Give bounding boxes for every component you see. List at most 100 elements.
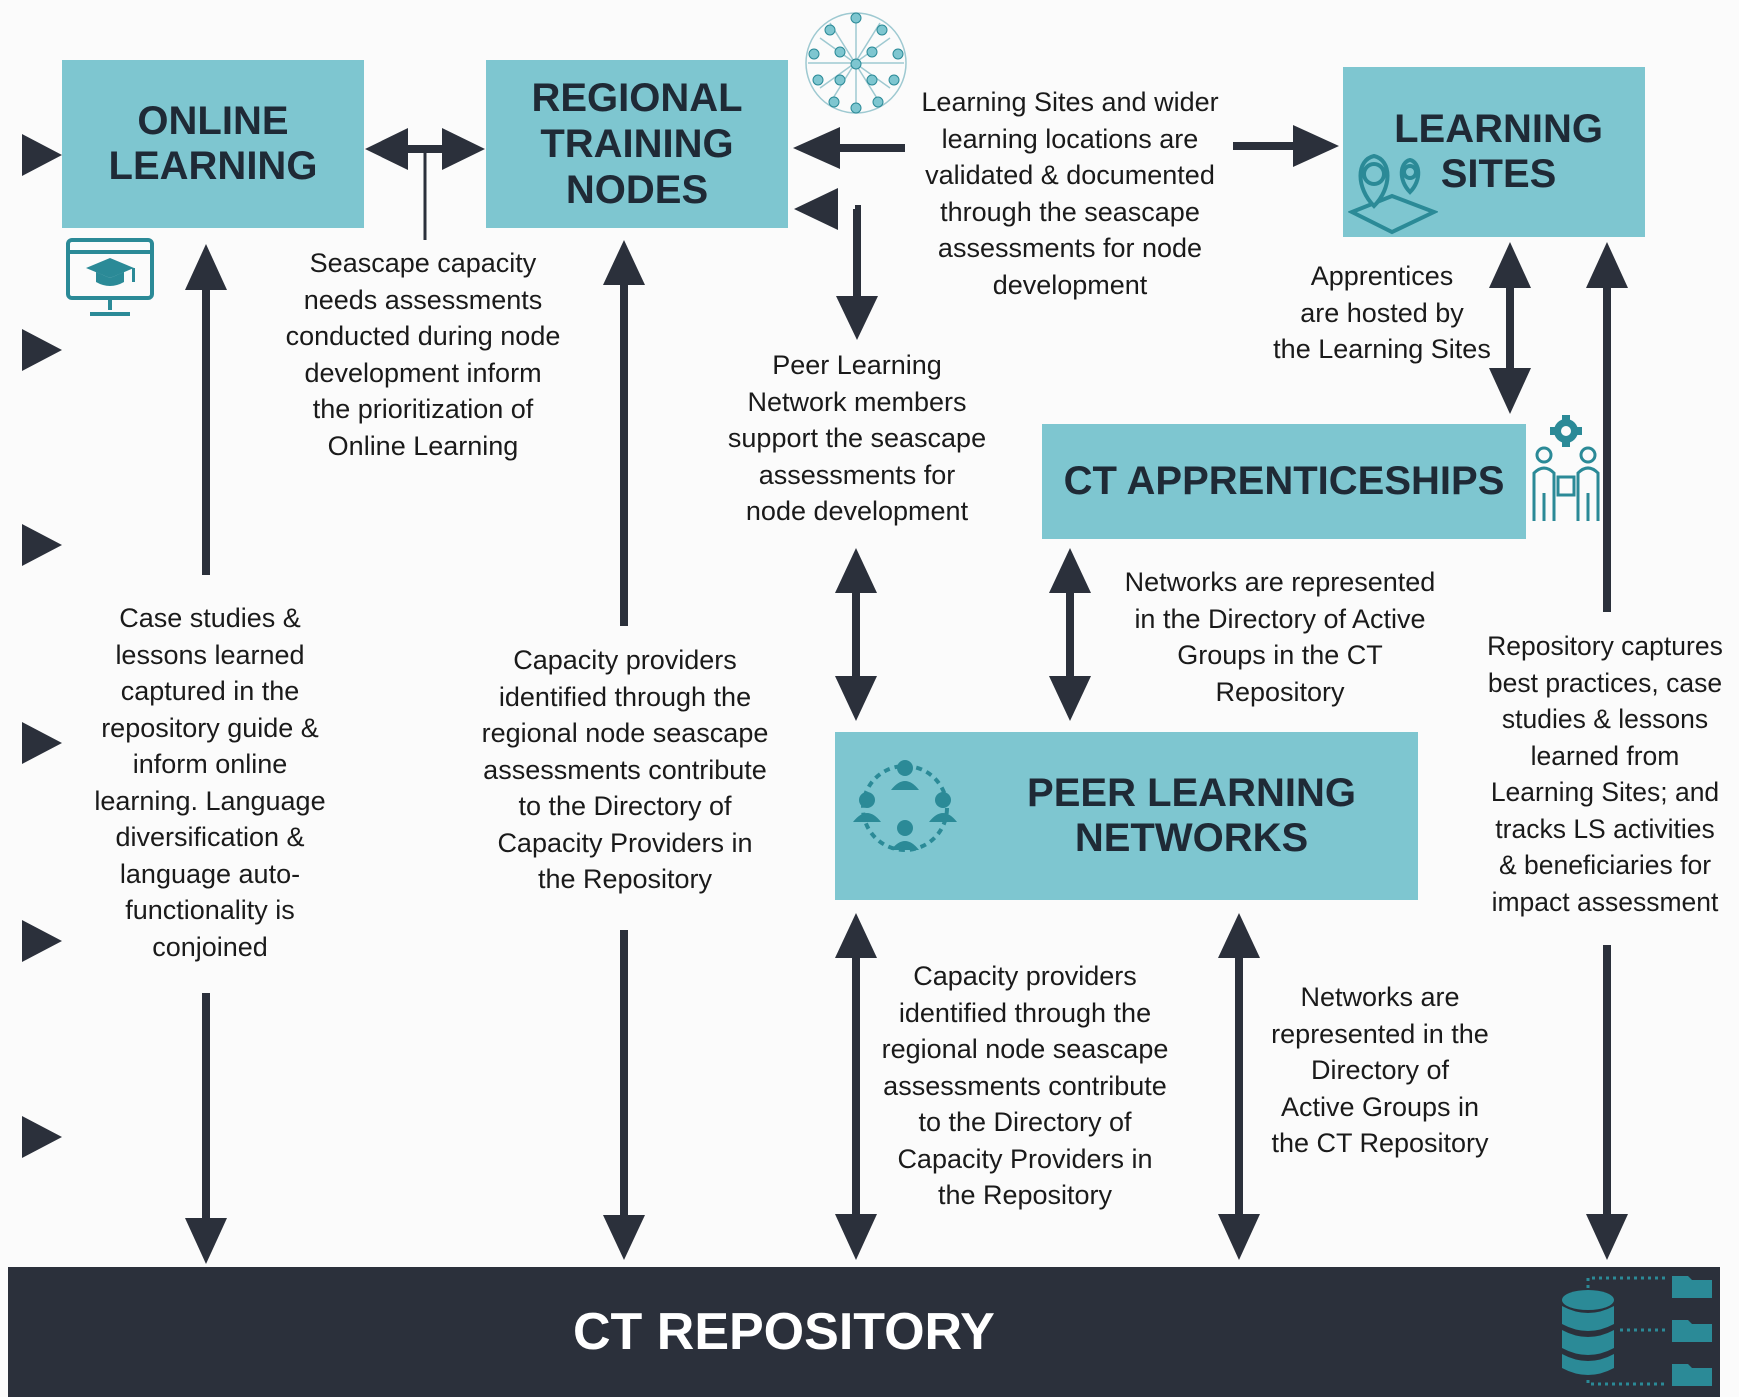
label-line: Groups in the CT [1177, 640, 1383, 670]
validation-to-nodes-arrow [793, 127, 905, 169]
sites-up-arrow [1586, 242, 1628, 612]
label-line: Learning Sites; and [1490, 777, 1720, 807]
label-line: Active Groups in [1280, 1091, 1480, 1122]
label-line: regional node seascape [481, 718, 769, 748]
label-line: conducted during node [285, 321, 561, 351]
label-line: Online Learning [327, 430, 519, 461]
group-network-icon [853, 760, 957, 852]
ct-repository-title: CT REPOSITORY [573, 1303, 995, 1361]
label-line: captured in the [120, 676, 300, 706]
label-line: identified through the [498, 681, 752, 712]
ct-apprenticeships-box: CT APPRENTICESHIPS [1042, 424, 1526, 539]
sites-apprenticeships-double-arrow [1489, 242, 1531, 414]
label-capacity-providers-bottom: Capacity providers identified through th… [870, 958, 1180, 1214]
label-line: Networks are represented [1124, 567, 1436, 597]
label-line: learned from [1530, 740, 1680, 771]
label-line: Case studies & [119, 603, 301, 633]
box-line: NODES [565, 168, 709, 212]
label-line: assessments for node [937, 233, 1203, 263]
box-line: REGIONAL [531, 76, 743, 120]
label-line: Capacity providers [513, 645, 737, 675]
label-line: studies & lessons [1501, 704, 1709, 734]
learning-sites-box: LEARNING SITES [1343, 67, 1645, 237]
peer-support-double-arrow [835, 548, 877, 721]
label-line: Directory of [1310, 1055, 1450, 1085]
label-line: regional node seascape [881, 1034, 1169, 1064]
box-line: TRAINING [540, 122, 734, 166]
label-line: Repository [1215, 676, 1345, 707]
label-line: learning. Language [94, 785, 326, 816]
label-repository-captures: Repository captures best practices, case… [1470, 628, 1739, 920]
label-line: the Repository [937, 1180, 1113, 1210]
label-line: Capacity Providers in [497, 827, 753, 858]
online-learning-box: ONLINE LEARNING [62, 60, 364, 228]
label-seascape-capacity: Seascape capacity needs assessments cond… [268, 245, 578, 464]
label-networks-directory-upper: Networks are represented in the Director… [1100, 564, 1460, 710]
label-line: assessments contribute [483, 754, 767, 785]
box-line: CT APPRENTICESHIPS [1063, 459, 1505, 504]
label-line: Repository captures [1487, 631, 1723, 661]
label-line: repository guide & [101, 712, 319, 743]
label-line: development inform [304, 357, 542, 388]
online-up-arrow [185, 244, 227, 575]
network-globe-icon [805, 12, 907, 114]
label-line: lessons learned [115, 639, 305, 670]
label-line: Network members [747, 386, 967, 417]
label-line: the prioritization of [312, 394, 534, 424]
peer-learning-networks-box: PEER LEARNING NETWORKS [835, 732, 1418, 900]
apprenticeships-peer-double-arrow [1049, 548, 1091, 721]
regional-training-nodes-box: REGIONAL TRAINING NODES [486, 60, 788, 228]
nodes-peer-elbow-arrow [794, 188, 878, 340]
label-line: Capacity Providers in [897, 1143, 1153, 1174]
box-line: ONLINE [137, 99, 289, 144]
label-line: support the seascape [727, 423, 987, 453]
label-line: inform online [132, 749, 288, 779]
label-capacity-providers-left: Capacity providers identified through th… [470, 642, 780, 898]
ct-repository-bar: CT REPOSITORY [8, 1267, 1720, 1397]
label-learning-sites-validation: Learning Sites and wider learning locati… [900, 84, 1240, 303]
label-line: node development [745, 496, 969, 526]
label-line: & beneficiaries for [1498, 850, 1712, 880]
label-line: tracks LS activities [1495, 813, 1715, 844]
label-line: Peer Learning [772, 350, 942, 380]
database-folders-icon [1562, 1276, 1712, 1386]
validation-to-sites-arrow [1233, 125, 1339, 167]
online-regional-arrow [365, 128, 485, 240]
label-line: assessments for [758, 459, 956, 490]
label-line: best practices, case [1487, 667, 1723, 698]
label-line: Capacity providers [913, 961, 1137, 991]
box-line: PEER LEARNING [1027, 771, 1356, 816]
sites-down-arrow [1586, 945, 1628, 1260]
label-line: needs assessments [303, 284, 543, 315]
label-line: language auto- [119, 858, 301, 889]
label-networks-directory-lower: Networks are represented in the Director… [1255, 979, 1505, 1162]
label-line: Seascape capacity [309, 248, 537, 278]
nodes-down-arrow [603, 930, 645, 1260]
label-line: functionality is [125, 895, 295, 925]
label-line: assessments contribute [883, 1070, 1167, 1101]
label-line: conjoined [152, 931, 268, 962]
people-gear-icon [1532, 415, 1600, 521]
label-line: are hosted by [1300, 297, 1464, 328]
peer-repo-right-double-arrow [1218, 913, 1260, 1260]
label-line: development [992, 269, 1148, 300]
peer-repo-left-double-arrow [835, 913, 877, 1260]
label-line: diversification & [115, 822, 305, 852]
label-line: through the seascape [940, 196, 1200, 227]
label-line: Apprentices [1310, 261, 1454, 291]
label-line: to the Directory of [518, 791, 732, 821]
box-line: SITES [1440, 152, 1557, 196]
label-line: validated & documented [925, 160, 1215, 190]
label-line: represented in the [1271, 1018, 1489, 1049]
label-line: Networks are [1300, 982, 1460, 1012]
label-line: the Learning Sites [1273, 334, 1491, 364]
label-apprentices-hosted: Apprentices are hosted by the Learning S… [1262, 258, 1502, 368]
online-down-arrow [185, 993, 227, 1264]
computer-graduation-icon [66, 238, 154, 316]
label-case-studies: Case studies & lessons learned captured … [80, 600, 340, 965]
label-line: impact assessment [1491, 886, 1719, 917]
box-line: NETWORKS [1074, 816, 1309, 860]
label-line: identified through the [898, 997, 1152, 1028]
label-peer-members-support: Peer Learning Network members support th… [712, 347, 1002, 530]
